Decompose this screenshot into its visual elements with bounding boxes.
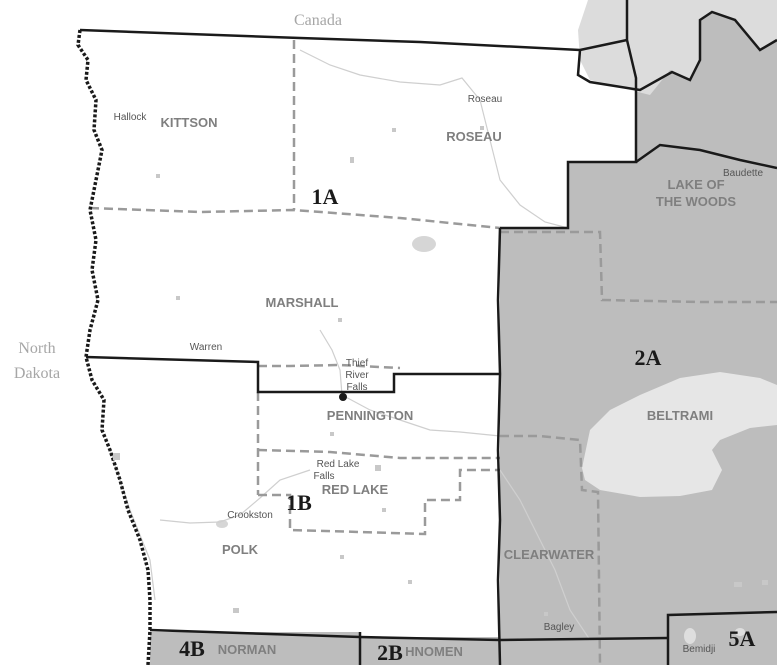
label-region-2b: 2B xyxy=(377,640,403,665)
label-canada: Canada xyxy=(294,12,342,29)
label-city-warren: Warren xyxy=(190,342,222,353)
thief-river xyxy=(319,329,343,396)
north-dakota-border xyxy=(76,29,152,665)
boundary-redlake-polk xyxy=(258,468,500,536)
boundary-lake-shore xyxy=(576,10,777,92)
label-beltrami: BELTRAMI xyxy=(647,408,713,423)
boundary-beltrami-clearwater xyxy=(500,434,602,665)
label-north-dakota-1: North xyxy=(18,340,55,357)
thief-river-falls-dot xyxy=(339,393,347,401)
label-roseau: ROSEAU xyxy=(446,129,502,144)
label-mahnomen: HNOMEN xyxy=(405,644,463,659)
town-marker xyxy=(408,580,412,584)
region-boundaries xyxy=(79,0,777,665)
label-city-bagley: Bagley xyxy=(544,622,575,633)
town-marker xyxy=(340,555,344,559)
town-marker xyxy=(156,174,160,178)
red-lake xyxy=(582,372,777,497)
label-marshall: MARSHALL xyxy=(266,295,339,310)
boundary-west-east xyxy=(496,227,502,665)
clearwater-river xyxy=(499,469,591,641)
label-city-red-lake-falls-1: Red Lake xyxy=(317,459,360,470)
lake-marshall xyxy=(412,236,436,252)
label-lake-of-the-woods-1: LAKE OF xyxy=(667,177,724,192)
town-marker xyxy=(734,582,742,587)
town-marker xyxy=(392,128,396,132)
region-4b-area xyxy=(150,632,360,665)
label-kittson: KITTSON xyxy=(160,115,217,130)
label-region-4b: 4B xyxy=(179,636,205,661)
boundary-lotw-beltrami xyxy=(500,230,777,304)
red-lake-river xyxy=(341,394,501,437)
label-red-lake: RED LAKE xyxy=(322,482,389,497)
boundary-marshall-pennington xyxy=(258,363,401,370)
town-markers xyxy=(113,126,768,616)
boundary-5a xyxy=(666,610,777,665)
label-region-1b: 1B xyxy=(286,490,312,515)
label-region-5a: 5A xyxy=(729,626,756,651)
label-lake-of-the-woods-2: THE WOODS xyxy=(656,194,736,209)
town-marker xyxy=(375,465,381,471)
label-city-thief-river-falls-3: Falls xyxy=(346,382,367,393)
roseau-river xyxy=(299,49,569,229)
boundary-kittson-marshall xyxy=(89,206,501,230)
rivers xyxy=(109,49,591,641)
town-marker xyxy=(480,126,484,130)
boundary-pennington-redlake xyxy=(257,448,500,460)
town-marker xyxy=(338,318,342,322)
boundary-canada xyxy=(79,28,628,52)
label-city-bemidji: Bemidji xyxy=(683,644,716,655)
label-region-1a: 1A xyxy=(312,184,339,209)
label-region-2a: 2A xyxy=(635,345,662,370)
label-city-red-lake-falls-2: Falls xyxy=(313,471,334,482)
boundary-2a-east xyxy=(635,143,777,170)
town-marker xyxy=(330,432,334,436)
label-clearwater: CLEARWATER xyxy=(504,547,595,562)
label-polk: POLK xyxy=(222,542,259,557)
boundary-1a-1b xyxy=(85,355,500,394)
region-2b-area xyxy=(360,637,500,665)
town-marker xyxy=(544,612,548,616)
lake-bemidji-1 xyxy=(684,628,696,644)
boundary-south xyxy=(149,628,669,642)
town-marker xyxy=(176,296,180,300)
label-city-hallock: Hallock xyxy=(114,112,148,123)
town-marker xyxy=(233,608,239,613)
label-city-thief-river-falls-2: River xyxy=(345,370,369,381)
lake-bemidji-2 xyxy=(735,628,745,636)
town-marker xyxy=(350,157,354,163)
town-marker xyxy=(113,453,120,460)
label-city-baudette: Baudette xyxy=(723,168,763,179)
label-city-thief-river-falls-1: Thief xyxy=(346,358,368,369)
town-marker xyxy=(762,580,768,585)
county-boundaries xyxy=(89,40,777,665)
red-lake-river-west xyxy=(159,469,311,524)
label-north-dakota-2: Dakota xyxy=(14,365,60,382)
town-marker xyxy=(382,508,386,512)
label-pennington: PENNINGTON xyxy=(327,408,413,423)
label-norman: NORMAN xyxy=(218,642,277,657)
label-city-crookston: Crookston xyxy=(227,510,273,521)
label-city-roseau: Roseau xyxy=(468,94,502,105)
